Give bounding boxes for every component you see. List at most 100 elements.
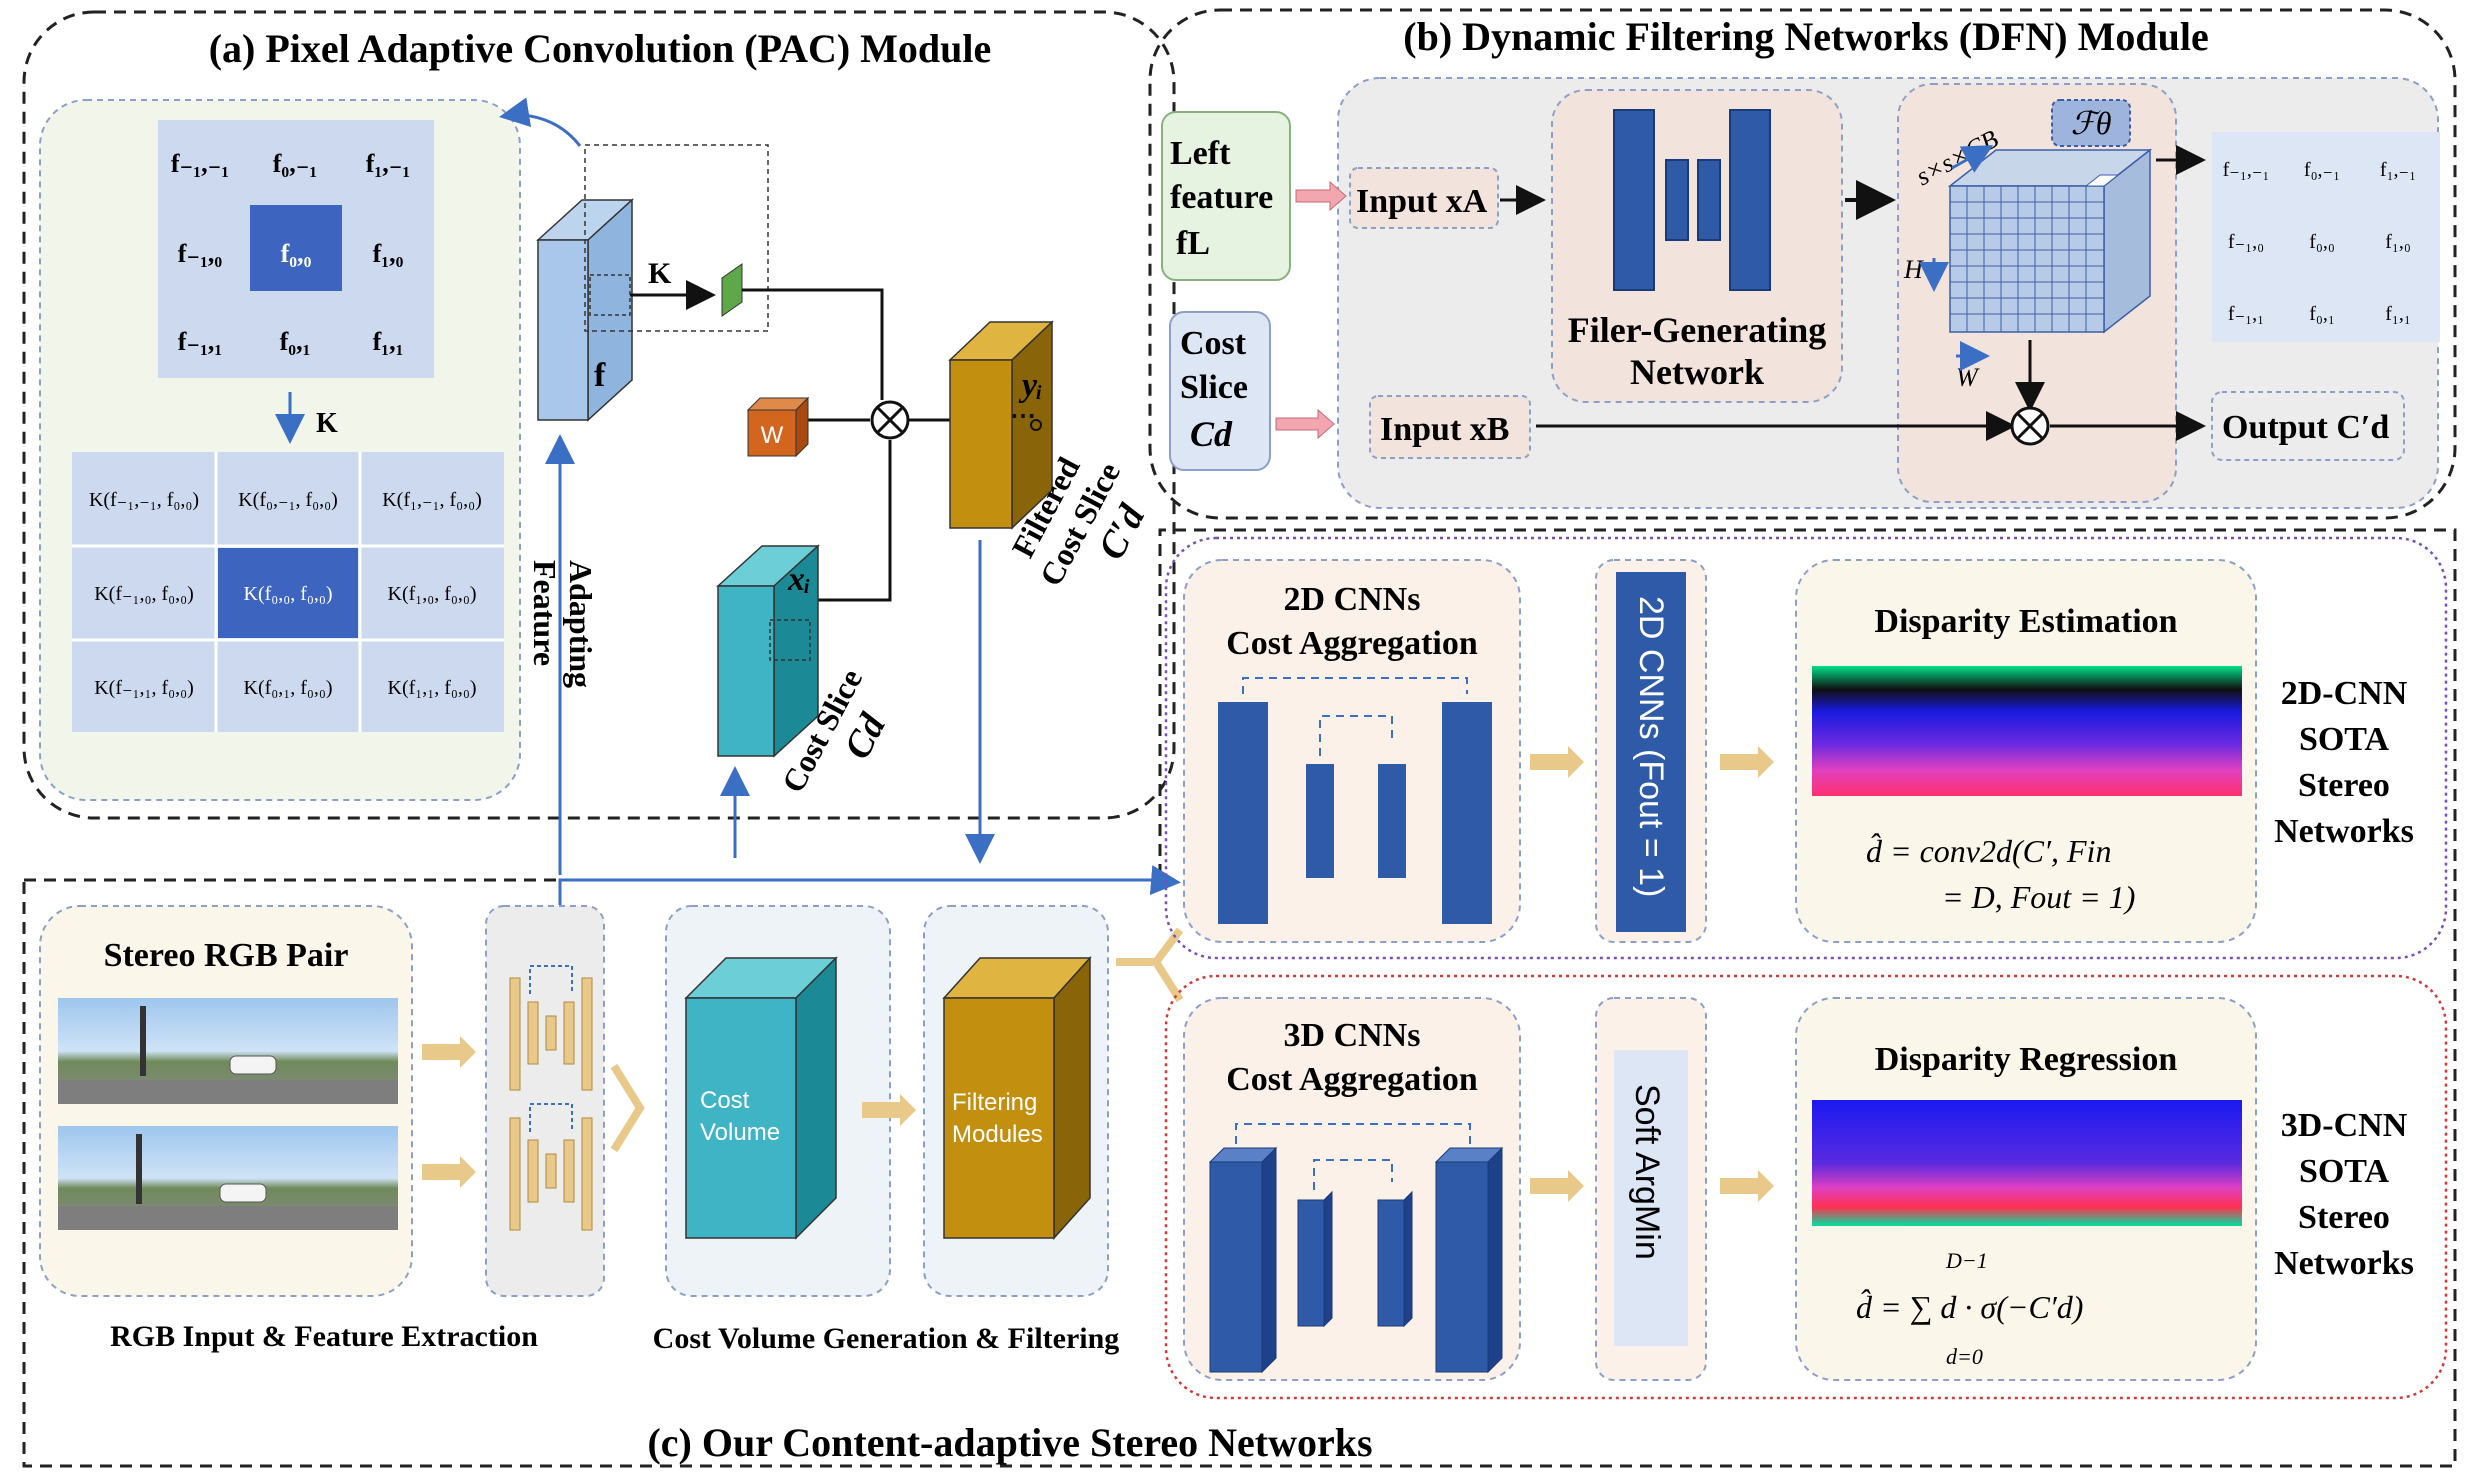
svg-text:f₋₁,₀: f₋₁,₀ — [178, 239, 223, 268]
pac-grid-row-0: f₋₁,₋₁ f₀,₋₁ f₁,₋₁ — [171, 149, 410, 178]
pac-grid-row-1: f₋₁,₀ f₀,₀ f₁,₀ — [178, 239, 404, 268]
svg-text:f₀,₁: f₀,₁ — [2309, 303, 2335, 325]
pac-cost-slice: xᵢ — [716, 544, 820, 758]
pac-x-label: xᵢ — [787, 561, 811, 598]
svg-text:Cost Aggregation: Cost Aggregation — [1226, 625, 1478, 662]
svg-text:f₁,₁: f₁,₁ — [2385, 303, 2411, 325]
pac-kernel-vector — [721, 263, 743, 317]
svg-text:2D-CNN: 2D-CNN — [2281, 675, 2408, 712]
svg-text:d=0: d=0 — [1946, 1344, 1983, 1369]
svg-text:Input xA: Input xA — [1356, 183, 1488, 220]
svg-text:Networks: Networks — [2274, 813, 2414, 850]
dfn-input-a-box — [1349, 167, 1499, 229]
cost-volume-cube: Cost Volume — [684, 956, 838, 1240]
svg-text:Stereo RGB Pair: Stereo RGB Pair — [104, 937, 349, 974]
svg-text:Volume: Volume — [700, 1119, 780, 1146]
pac-weight-cube: W — [746, 396, 810, 458]
svg-text:Output C′d: Output C′d — [2222, 409, 2389, 446]
svg-text:K(f₀,₀, f₀,₀): K(f₀,₀, f₀,₀) — [244, 583, 333, 605]
branch-3d-frame — [1164, 974, 2448, 1400]
head-3d-label: Soft ArgMin — [1628, 1084, 1666, 1260]
pac-k-label: K — [648, 257, 672, 290]
svg-text:f₁,₋₁: f₁,₋₁ — [366, 149, 410, 178]
svg-text:Feature: Feature — [527, 560, 563, 666]
svg-text:= D, Fout = 1): = D, Fout = 1) — [1942, 879, 2135, 915]
svg-text:fL: fL — [1176, 225, 1210, 262]
svg-text:Modules: Modules — [952, 1121, 1043, 1148]
dfn-input-b-box — [1369, 395, 1531, 459]
svg-text:f₁,₁: f₁,₁ — [373, 327, 404, 356]
dfn-output-grid: f₋₁,₋₁ f₀,₋₁ f₁,₋₁ f₋₁,₀ f₀,₀ f₁,₀ f₋₁,₁… — [2212, 132, 2440, 342]
svg-text:SOTA: SOTA — [2299, 721, 2390, 758]
svg-text:3D CNNs: 3D CNNs — [1284, 1017, 1421, 1054]
svg-text:f₀,₀: f₀,₀ — [2309, 231, 2335, 253]
svg-text:Cd: Cd — [1190, 414, 1233, 454]
branch-2d-frame — [1164, 536, 2448, 960]
svg-text:⋯: ⋯ — [1010, 401, 1036, 430]
svg-text:Cost: Cost — [700, 1087, 750, 1114]
pac-k-arrow-label: K — [316, 408, 338, 439]
svg-text:Stereo: Stereo — [2298, 767, 2390, 804]
rgb-caption: RGB Input & Feature Extraction — [110, 1320, 538, 1353]
pac-y-label: yᵢ — [1018, 367, 1043, 404]
svg-text:K(f₀,₁, f₀,₀): K(f₀,₁, f₀,₀) — [244, 677, 333, 699]
svg-text:Disparity Estimation: Disparity Estimation — [1874, 603, 2177, 640]
svg-text:Disparity Regression: Disparity Regression — [1875, 1041, 2178, 1078]
svg-text:d̂ = conv2d(C′, Fin: d̂ = conv2d(C′, Fin — [1866, 833, 2111, 869]
pac-feature-tensor: f — [536, 198, 634, 422]
disparity-map-2d — [1812, 666, 2242, 796]
pac-w-label: W — [761, 422, 784, 449]
svg-text:Cost: Cost — [1180, 325, 1247, 362]
dfn-cost-slice-box — [1169, 311, 1271, 471]
pac-title: (a) Pixel Adaptive Convolution (PAC) Mod… — [209, 26, 992, 71]
pac-kernel-center-cell — [218, 548, 358, 638]
svg-text:3D-CNN: 3D-CNN — [2281, 1107, 2408, 1144]
pac-module: (a) Pixel Adaptive Convolution (PAC) Mod… — [22, 10, 1176, 875]
dfn-title: (b) Dynamic Filtering Networks (DFN) Mod… — [1403, 14, 2208, 59]
dfn-f-theta-badge — [2051, 99, 2131, 147]
pipeline-title: (c) Our Content-adaptive Stereo Networks — [647, 1420, 1372, 1465]
svg-text:Filer-Generating: Filer-Generating — [1568, 310, 1827, 350]
cv-caption: Cost Volume Generation & Filtering — [653, 1322, 1120, 1355]
head-2d-label: 2D CNNs (Fout = 1) — [1632, 596, 1670, 897]
svg-text:K(f₁,₀, f₀,₀): K(f₁,₀, f₀,₀) — [388, 583, 477, 605]
svg-text:f₋₁,₁: f₋₁,₁ — [2228, 303, 2264, 325]
filtering-modules-cube: Filtering Modules — [942, 956, 1092, 1240]
svg-text:K(f₀,₋₁, f₀,₀): K(f₀,₋₁, f₀,₀) — [238, 489, 338, 511]
disparity-map-3d — [1812, 1100, 2242, 1226]
pac-grid-row-2: f₋₁,₁ f₀,₁ f₁,₁ — [178, 327, 404, 356]
svg-text:Cost Aggregation: Cost Aggregation — [1226, 1061, 1478, 1098]
svg-text:Left: Left — [1170, 135, 1231, 172]
svg-text:f₀,₀: f₀,₀ — [281, 239, 312, 268]
stereo-right-image — [58, 1126, 398, 1230]
pac-center-cell — [250, 205, 342, 291]
svg-text:K(f₋₁,₋₁, f₀,₀): K(f₋₁,₋₁, f₀,₀) — [89, 489, 199, 511]
dfn-output-box — [2211, 391, 2405, 461]
svg-text:Stereo: Stereo — [2298, 1199, 2390, 1236]
svg-text:Networks: Networks — [2274, 1245, 2414, 1282]
stereo-left-image — [58, 998, 398, 1104]
svg-text:Filtering: Filtering — [952, 1089, 1037, 1116]
svg-text:K(f₋₁,₁, f₀,₀): K(f₋₁,₁, f₀,₀) — [94, 677, 194, 699]
svg-text:K(f₁,₁, f₀,₀): K(f₁,₁, f₀,₀) — [388, 677, 477, 699]
svg-text:d̂ = ∑ d · σ(−C′d): d̂ = ∑ d · σ(−C′d) — [1856, 1289, 2083, 1325]
svg-text:2D CNNs: 2D CNNs — [1284, 581, 1421, 618]
pipeline: (c) Our Content-adaptive Stereo Networks… — [22, 528, 2457, 1468]
dfn-filter-cube — [1947, 148, 2153, 334]
svg-text:K(f₋₁,₀, f₀,₀): K(f₋₁,₀, f₀,₀) — [94, 583, 194, 605]
pac-kernel-grid: K(f₋₁,₋₁, f₀,₀) K(f₀,₋₁, f₀,₀) K(f₁,₋₁, … — [72, 452, 504, 732]
svg-text:f₀,₁: f₀,₁ — [280, 327, 311, 356]
svg-text:Input xB: Input xB — [1380, 411, 1509, 448]
pac-filtered-cost-slice: yᵢ ⋯ — [948, 320, 1054, 530]
svg-text:f₁,₋₁: f₁,₋₁ — [2380, 159, 2416, 181]
svg-text:Adapting: Adapting — [563, 560, 599, 688]
svg-text:f₀,₋₁: f₀,₋₁ — [273, 149, 317, 178]
svg-text:f₀,₋₁: f₀,₋₁ — [2304, 159, 2340, 181]
svg-text:D−1: D−1 — [1945, 1248, 1988, 1273]
feature-extractor-panel — [485, 905, 605, 1297]
dfn-module: (b) Dynamic Filtering Networks (DFN) Mod… — [1148, 8, 2457, 520]
dfn-left-feature-box — [1161, 111, 1291, 281]
svg-text:f₋₁,₀: f₋₁,₀ — [2228, 231, 2264, 253]
svg-text:ℱθ: ℱθ — [2071, 105, 2112, 141]
pac-adapting-label: Adapting Feature — [527, 560, 599, 688]
